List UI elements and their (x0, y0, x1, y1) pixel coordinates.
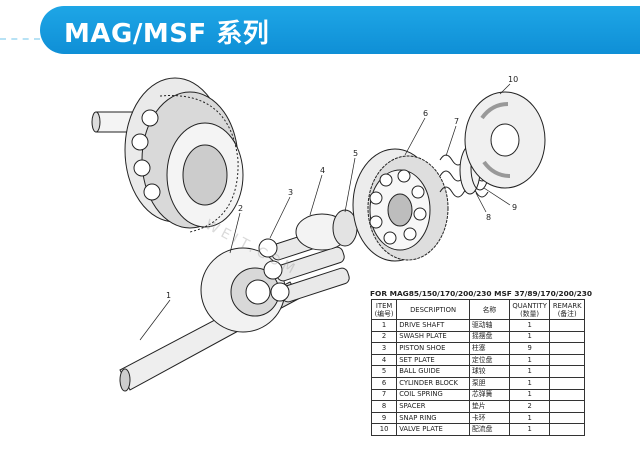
cell-name-cn: 柱塞 (468, 342, 510, 355)
callout-8: 8 (486, 213, 491, 222)
cell-name-cn: 卡环 (468, 411, 510, 425)
cell-item: 3 (370, 342, 398, 355)
cell-item: 5 (370, 365, 398, 378)
col-quantity: QUANTITY (数量) (508, 299, 551, 320)
cell-remark (549, 319, 585, 332)
callout-3: 3 (288, 188, 293, 197)
cell-remark (549, 423, 585, 436)
callout-1: 1 (166, 291, 171, 300)
cell-description: SWASH PLATE (396, 330, 470, 344)
cell-remark (549, 400, 585, 413)
callout-2: 2 (238, 204, 243, 213)
col-item: ITEM (编号) (370, 299, 398, 320)
cell-quantity: 1 (508, 365, 551, 378)
callout-leaders (139, 83, 511, 341)
cell-item: 1 (370, 319, 398, 332)
cell-quantity: 1 (508, 353, 551, 367)
assembled-pump-illustration (91, 77, 244, 233)
cell-name-cn: 垫片 (468, 400, 510, 413)
cylinder-block-illustration (352, 148, 449, 262)
cell-quantity: 9 (508, 342, 551, 355)
callout-10: 10 (508, 75, 518, 84)
cell-name-cn: 球铰 (468, 365, 510, 378)
cell-quantity: 1 (508, 388, 551, 402)
table-caption: FOR MAG85/150/170/200/230 MSF 37/89/170/… (370, 289, 593, 298)
title-banner (40, 6, 640, 54)
col-remark-label-cn: (备注) (557, 309, 577, 318)
cell-item: 10 (370, 423, 398, 436)
cell-item: 4 (370, 353, 398, 367)
col-quantity-label: QUANTITY (512, 301, 547, 310)
cell-description: VALVE PLATE (396, 423, 470, 436)
cell-item: 2 (370, 330, 398, 344)
cell-description: BALL GUIDE (396, 365, 470, 378)
cell-item: 9 (370, 411, 398, 425)
cell-description: COIL SPRING (396, 388, 470, 402)
cell-remark (549, 411, 585, 425)
cell-description: CYLINDER BLOCK (396, 376, 470, 390)
cell-quantity: 1 (508, 411, 551, 425)
cell-quantity: 1 (508, 376, 551, 390)
cell-remark (549, 365, 585, 378)
col-remark-label: REMARK (552, 301, 582, 310)
cell-name-cn: 摇摆盘 (468, 330, 510, 344)
col-remark: REMARK (备注) (549, 299, 585, 320)
cell-description: SPACER (396, 400, 470, 413)
cell-description: SNAP RING (396, 411, 470, 425)
cell-description: PISTON SHOE (396, 342, 470, 355)
cell-item: 7 (370, 388, 398, 402)
callout-5: 5 (353, 149, 358, 158)
cell-quantity: 1 (508, 319, 551, 332)
col-item-label-cn: (编号) (374, 309, 394, 318)
col-quantity-label-cn: (数量) (520, 309, 540, 318)
parts-table: ITEM (编号) DESCRIPTION 名称 QUANTITY (数量) R… (370, 299, 585, 436)
cell-description: SET PLATE (396, 353, 470, 367)
exploded-pump-diagram: 1 2 3 4 5 6 7 8 9 10 (91, 75, 546, 392)
cell-name-cn: 驱动轴 (468, 319, 510, 332)
cell-description: DRIVE SHAFT (396, 319, 470, 332)
cell-quantity: 2 (508, 400, 551, 413)
callout-6: 6 (423, 109, 428, 118)
col-description: DESCRIPTION (396, 299, 470, 320)
callout-4: 4 (320, 166, 325, 175)
cell-remark (549, 342, 585, 355)
parts-table-header: ITEM (编号) DESCRIPTION 名称 QUANTITY (数量) R… (370, 299, 585, 320)
header-dashes (0, 38, 40, 42)
callout-7: 7 (454, 117, 459, 126)
cell-quantity: 1 (508, 423, 551, 436)
cell-item: 6 (370, 376, 398, 390)
callout-9: 9 (512, 203, 517, 212)
cell-name-cn: 配流盘 (468, 423, 510, 436)
col-item-label: ITEM (375, 301, 393, 310)
cell-name-cn: 芯弹簧 (468, 388, 510, 402)
cell-remark (549, 376, 585, 390)
cell-quantity: 1 (508, 330, 551, 344)
piston-set-illustration (258, 213, 350, 303)
cell-name-cn: 泵胆 (468, 376, 510, 390)
col-name-cn: 名称 (468, 299, 510, 320)
cell-remark (549, 330, 585, 344)
cell-name-cn: 定位盘 (468, 353, 510, 367)
cell-item: 8 (370, 400, 398, 413)
page-title: MAG/MSF 系列 (64, 19, 270, 49)
cell-remark (549, 353, 585, 367)
valve-plate-illustration (464, 91, 546, 189)
cell-remark (549, 388, 585, 402)
